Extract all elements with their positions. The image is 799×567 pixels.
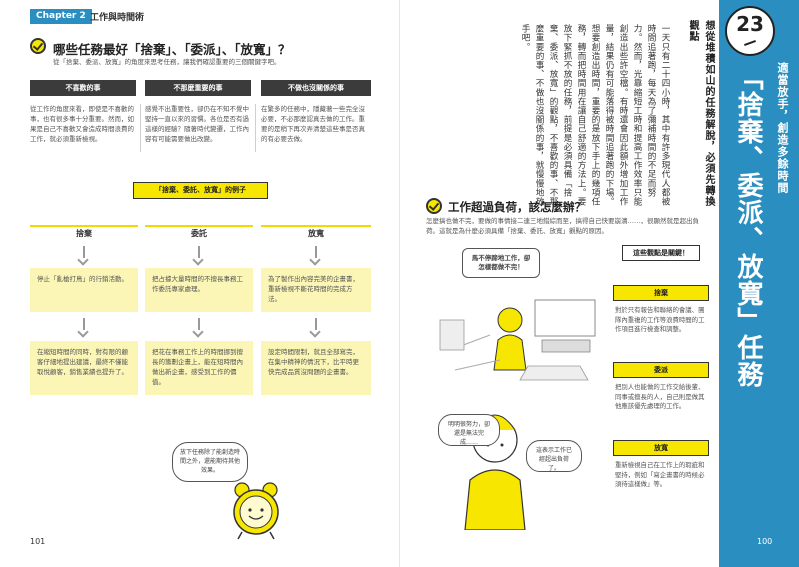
result-card: 設定時間限制，就且全部寫完，在集中精神的情況下，比平時更快完成品質沒問題的企畫書…: [261, 341, 371, 395]
page-number: 100: [757, 537, 773, 546]
action-label: 委託: [191, 229, 207, 238]
section1-intro: 從「捨棄、委派、放寬」的角度來思考任務，讓我們確認重要的三個關鍵字吧。: [53, 58, 281, 66]
result-card: 在縮短時間的同時，對有限的顧客仔細地提出建議，最終不僅能取悅顧客，銷售業績也提升…: [30, 341, 138, 395]
clock-speech-bubble: 放下任務除了能創造時間之外，還能期待其他效果。: [172, 442, 248, 482]
result-card: 把花在事務工作上的時間挪到擅長的籌劃企畫上，能在短時間內做出新企畫，感受到工作的…: [145, 341, 253, 395]
down-arrow-icon: [310, 318, 322, 336]
note-text: 把別人也能做的工作交給後輩、同事或擅長的人，自己則是做其他應該優先處理的工作。: [615, 383, 705, 410]
category-text: 在繁多的任務中，隱藏著一些完全沒必要，不必那麼認真去做的工作。重要的是稍下再次弄…: [261, 105, 365, 143]
divider-bar: [145, 225, 253, 227]
vertical-subhead: 想從堆積如山的任務解脫，必須先轉換觀點: [687, 20, 714, 207]
divider-bar: [30, 225, 138, 227]
column-divider: [140, 104, 141, 152]
down-arrow-icon: [193, 318, 205, 336]
example-card: 把占據大量時間的不擅長事務工作委託專家處理。: [145, 268, 253, 312]
section2-title: 工作超過負荷，該怎麼辦？: [448, 200, 586, 214]
check-circle-icon: [426, 198, 442, 214]
category-text: 從工作的角度來看，即使是不喜歡的事，也有很多事十分重要。然而，如果是自己不喜歡又…: [30, 105, 134, 143]
example-card: 為了製作出內容完美的企畫書，重新檢視不斷花時間的完成方法。: [261, 268, 371, 312]
key-points-title: 這些觀點是關鍵！: [622, 245, 700, 261]
note-text: 對於只有報告和聯絡的會議、團隊內重複的工作等浪費時間的工作項目進行檢查和調整。: [615, 306, 705, 333]
title-small: 適當放手，創造多餘時間: [776, 62, 789, 194]
note-label: 委派: [613, 362, 709, 378]
speech-bubble: 明明很努力，卻還是無法完成……: [438, 414, 500, 446]
category-title: 不那麼重要的事: [145, 80, 251, 96]
left-page: Chapter 2 工作與時間術 哪些任務最好「捨棄」、「委派」、「放寬」？ 從…: [0, 0, 400, 567]
category-title: 不喜歡的事: [30, 80, 136, 96]
overworked-worker-illustration: [439, 299, 596, 530]
action-label: 捨棄: [76, 229, 92, 238]
smiling-clock-icon: [233, 482, 279, 540]
chapter-title: 工作與時間術: [90, 13, 145, 23]
chapter-number-badge: 23: [725, 6, 775, 56]
examples-title: 「捨棄、委託、放寬」的例子: [133, 182, 268, 199]
divider-bar: [261, 225, 371, 227]
book-gutter: [399, 0, 400, 567]
down-arrow-icon: [310, 246, 322, 264]
example-card: 停止「亂槍打鳥」的行銷活動。: [30, 268, 138, 312]
speech-bubble: 馬不停蹄地工作，卻怎樣都做不完！: [462, 248, 540, 278]
action-label: 放寬: [308, 229, 324, 238]
right-page: 23 適當放手，創造多餘時間 「捨棄、委派、放寬」任務 想從堆積如山的任務解脫，…: [400, 0, 799, 567]
note-label: 捨棄: [613, 285, 709, 301]
speech-bubble: 這表示工作已經超出負荷了。: [526, 440, 582, 472]
down-arrow-icon: [78, 318, 90, 336]
column-divider: [255, 104, 256, 152]
title-main: 「捨棄、委派、放寬」任務: [733, 64, 763, 388]
category-title: 不做也沒關係的事: [261, 80, 371, 96]
check-circle-icon: [30, 38, 46, 54]
vertical-body-text: 一天只有二十四小時，其中有許多現代人都被時間追著跑，每天為了彌補時間的不足而努力…: [520, 24, 670, 206]
section2-intro: 怎麼搞也做不完，要做的事情接二連三地錯綜而至，搞得自己快要崩潰……，很顯然就是超…: [426, 217, 699, 235]
note-text: 重新檢視自己在工作上的瑕疵和堅持，例如「寫企畫書的時候必須待這樣做」等。: [615, 461, 705, 488]
section1-title: 哪些任務最好「捨棄」、「委派」、「放寬」？: [53, 42, 291, 57]
title-band: [719, 0, 799, 567]
down-arrow-icon: [193, 246, 205, 264]
down-arrow-icon: [78, 246, 90, 264]
page-number: 101: [30, 537, 46, 546]
note-label: 放寬: [613, 440, 709, 456]
chapter-tag: Chapter 2: [30, 9, 92, 24]
category-text: 感覺不出重要性，卻仍在不知不覺中堅持一直以來的習慣。各位是否有過這樣的經驗？隨著…: [145, 105, 249, 143]
